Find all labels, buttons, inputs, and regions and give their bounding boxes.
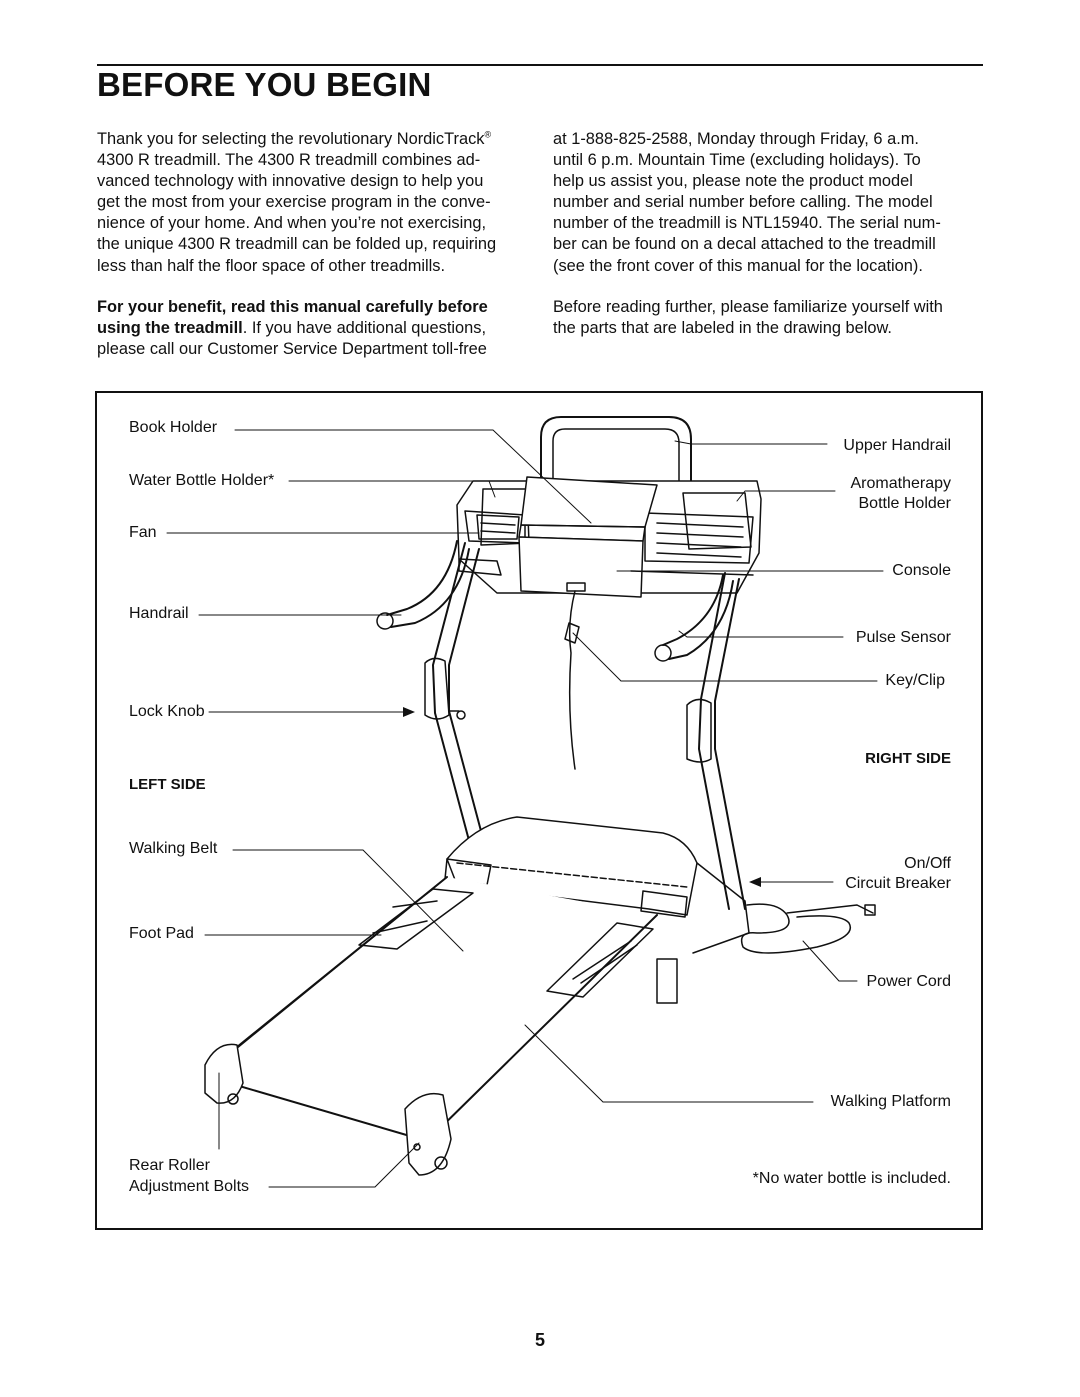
fan-grille-right bbox=[644, 512, 754, 564]
text-line: Thank you for selecting the revolutionar… bbox=[97, 130, 485, 148]
upper-handrail bbox=[540, 416, 692, 490]
leader-pulse-sensor bbox=[678, 630, 844, 638]
left-handrail bbox=[386, 540, 458, 616]
rear-foot bbox=[656, 958, 678, 1004]
treadmill-parts-diagram: Book Holder Water Bottle Holder* Fan Han… bbox=[95, 391, 983, 1230]
title-rule bbox=[97, 64, 983, 66]
label-foot-pad: Foot Pad bbox=[129, 925, 194, 942]
text-line: please call our Customer Service Departm… bbox=[97, 339, 487, 358]
label-key-clip: Key/Clip bbox=[885, 672, 945, 689]
text-line: vanced technology with innovative design… bbox=[97, 172, 484, 191]
label-aromatherapy: Aromatherapy bbox=[850, 475, 952, 492]
right-upright bbox=[698, 572, 730, 910]
customer-service-paragraph: at 1-888-825-2588, Monday through Friday… bbox=[553, 129, 981, 277]
power-cord bbox=[740, 903, 851, 954]
leader-aromatherapy bbox=[736, 490, 836, 502]
text-bold: using the treadmill bbox=[97, 318, 243, 337]
text-line: at 1-888-825-2588, Monday through Friday… bbox=[553, 130, 919, 148]
label-rear-roller: Rear Roller bbox=[129, 1157, 210, 1174]
key-clip bbox=[564, 622, 580, 644]
fan-grille-left bbox=[476, 514, 520, 540]
registered-mark: ® bbox=[484, 129, 492, 140]
intro-paragraph: Thank you for selecting the revolutionar… bbox=[97, 129, 525, 277]
label-bottle-holder: Bottle Holder bbox=[858, 495, 952, 512]
leader-upper-handrail bbox=[674, 440, 828, 445]
label-power-cord: Power Cord bbox=[866, 973, 951, 990]
text-line: the parts that are labeled in the drawin… bbox=[553, 318, 892, 337]
text-line: until 6 p.m. Mountain Time (excluding ho… bbox=[553, 151, 921, 170]
text-line: ber can be found on a decal attached to … bbox=[553, 235, 936, 254]
leader-walking-platform bbox=[524, 1024, 814, 1103]
leader-power-cord bbox=[802, 940, 858, 982]
key-cord bbox=[568, 590, 576, 770]
text-line-bold: For your benefit, read this manual caref… bbox=[97, 297, 488, 316]
text-line: 4300 R treadmill. The 4300 R treadmill c… bbox=[97, 151, 481, 170]
label-handrail: Handrail bbox=[129, 605, 189, 622]
label-book-holder: Book Holder bbox=[129, 419, 218, 436]
text-line: Before reading further, please familiari… bbox=[553, 297, 943, 316]
label-on-off: On/Off bbox=[904, 855, 951, 872]
label-fan: Fan bbox=[129, 524, 157, 541]
text-line: number of the treadmill is NTL15940. The… bbox=[553, 214, 941, 233]
label-adjustment-bolts: Adjustment Bolts bbox=[129, 1178, 250, 1195]
text-line: help us assist you, please note the prod… bbox=[553, 172, 913, 191]
page-number: 5 bbox=[534, 1330, 545, 1350]
leader-walking-belt bbox=[232, 849, 464, 952]
rear-roller-right bbox=[404, 1092, 452, 1176]
label-right-side: RIGHT SIDE bbox=[865, 750, 951, 767]
right-handrail bbox=[662, 574, 724, 646]
leader-rear-roller bbox=[268, 1142, 420, 1188]
label-walking-platform: Walking Platform bbox=[830, 1093, 951, 1110]
read-manual-paragraph: For your benefit, read this manual caref… bbox=[97, 297, 525, 360]
label-upper-handrail: Upper Handrail bbox=[843, 437, 951, 454]
rear-roller-left bbox=[204, 1043, 244, 1104]
label-left-side: LEFT SIDE bbox=[129, 776, 206, 793]
label-circuit-breaker: Circuit Breaker bbox=[845, 875, 951, 892]
right-column: at 1-888-825-2588, Monday through Friday… bbox=[553, 129, 981, 359]
book-holder bbox=[520, 476, 658, 528]
text-line: number and serial number before calling.… bbox=[553, 193, 933, 212]
page-title: BEFORE YOU BEGIN bbox=[97, 66, 432, 103]
leader-water-bottle bbox=[288, 480, 496, 498]
label-pulse-sensor: Pulse Sensor bbox=[855, 629, 951, 646]
footnote: *No water bottle is included. bbox=[752, 1170, 951, 1187]
left-foot-pad bbox=[358, 888, 474, 950]
label-walking-belt: Walking Belt bbox=[129, 840, 218, 857]
text-line: less than half the floor space of other … bbox=[97, 256, 446, 275]
text-line: the unique 4300 R treadmill can be folde… bbox=[97, 235, 497, 254]
left-upright bbox=[432, 542, 476, 864]
label-console: Console bbox=[892, 562, 951, 579]
text-line: (see the front cover of this manual for … bbox=[553, 256, 923, 275]
text-line: get the most from your exercise program … bbox=[97, 193, 491, 212]
left-column: Thank you for selecting the revolutionar… bbox=[97, 129, 525, 380]
familiarize-paragraph: Before reading further, please familiari… bbox=[553, 297, 981, 339]
text-line: nience of your home. And when you’re not… bbox=[97, 214, 487, 233]
treadmill-drawing bbox=[166, 416, 884, 1188]
right-foot-pad bbox=[546, 922, 654, 998]
leader-key-clip bbox=[572, 632, 878, 682]
label-water-bottle-holder: Water Bottle Holder* bbox=[129, 472, 275, 489]
text: . If you have additional questions, bbox=[242, 318, 487, 337]
leader-book-holder bbox=[234, 429, 592, 524]
label-lock-knob: Lock Knob bbox=[129, 703, 205, 720]
